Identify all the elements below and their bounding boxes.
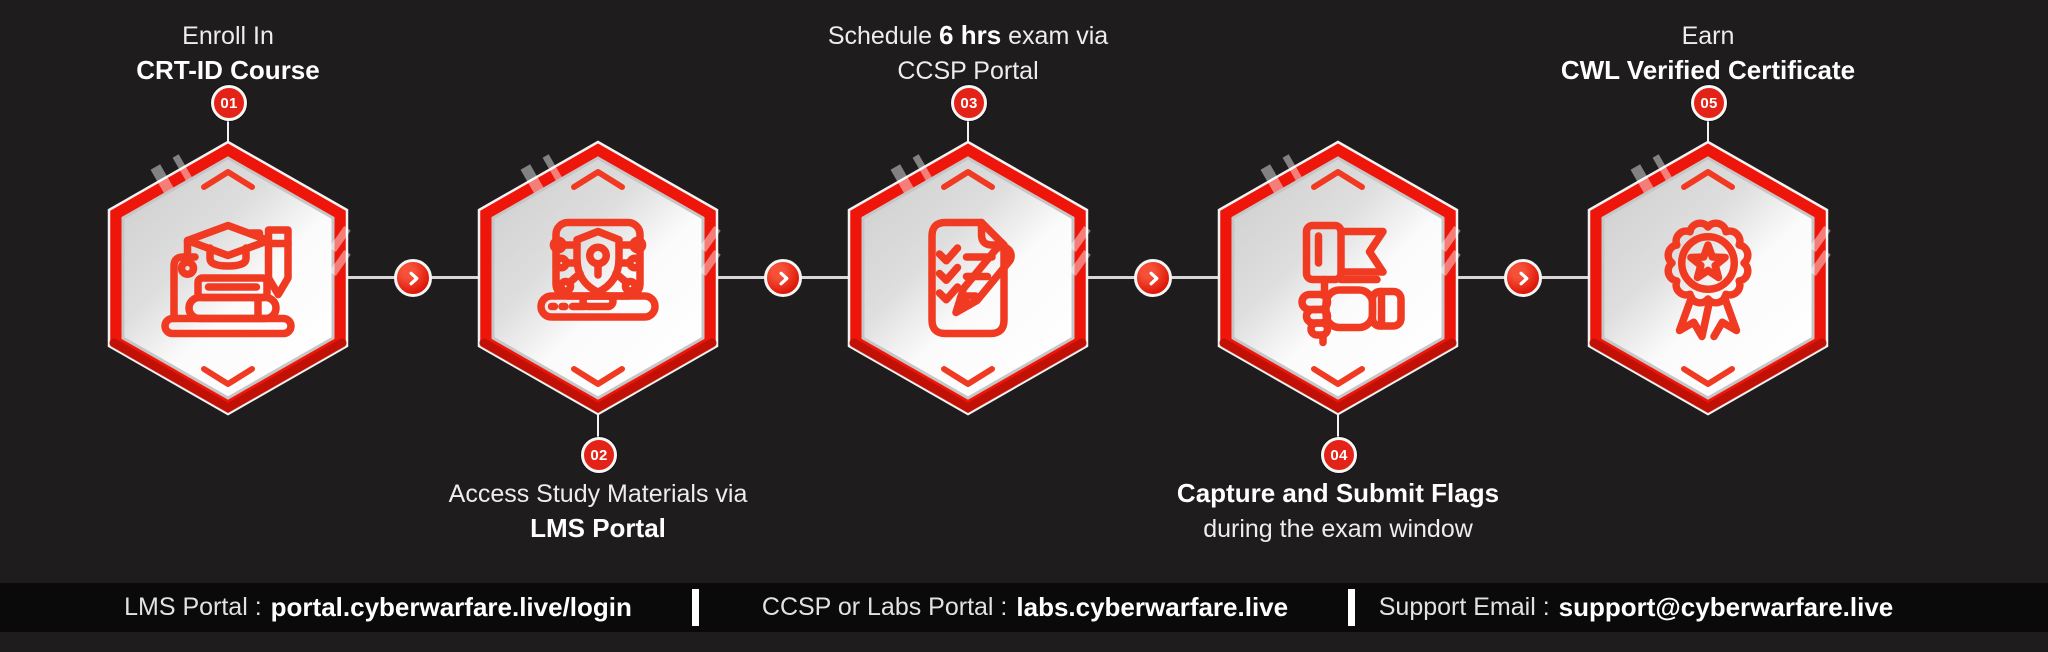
footer-lms-url: portal.cyberwarfare.live/login <box>270 592 632 622</box>
step-number: 02 <box>590 446 608 464</box>
certificate-badge-icon <box>1664 219 1752 341</box>
footer-divider <box>1348 589 1355 626</box>
step-label: Earn CWL Verified Certificate <box>1498 20 1918 90</box>
hexagon-step-5 <box>1587 140 1831 416</box>
step-number: 01 <box>220 94 238 112</box>
badge-stem <box>597 408 599 448</box>
step-number: 03 <box>960 94 978 112</box>
step-label-line1: Capture and Submit Flags <box>1176 478 1500 508</box>
secure-laptop-icon <box>537 218 659 321</box>
step-number-badge: 05 <box>1691 85 1727 121</box>
footer-label: LMS Portal : <box>124 593 262 621</box>
step-label: Schedule 6 hrs exam via CCSP Portal <box>758 20 1178 90</box>
step-number: 05 <box>1700 94 1718 112</box>
badge-stem <box>227 110 229 150</box>
hexagon-step-1 <box>107 140 351 416</box>
step-number-badge: 01 <box>211 85 247 121</box>
next-arrow-icon <box>764 259 802 297</box>
step-label: Capture and Submit Flags during the exam… <box>1128 478 1548 548</box>
step-label-line2: during the exam window <box>1203 515 1473 543</box>
step-label-line2: CRT-ID Course <box>136 55 320 85</box>
footer-labs-portal: CCSP or Labs Portal : labs.cyberwarfare.… <box>762 583 1288 632</box>
footer-labs-url: labs.cyberwarfare.live <box>1016 592 1289 622</box>
footer-bar: LMS Portal : portal.cyberwarfare.live/lo… <box>0 583 2048 632</box>
footer-divider <box>692 589 699 626</box>
step-label-line1: Earn <box>1681 22 1735 50</box>
step-number: 04 <box>1330 446 1348 464</box>
footer-support-email: Support Email : support@cyberwarfare.liv… <box>1379 583 1894 632</box>
step-label: Enroll In CRT-ID Course <box>18 20 438 90</box>
step-label-line2: CCSP Portal <box>897 57 1039 85</box>
step-label-line2: CWL Verified Certificate <box>1560 55 1856 85</box>
step-label: Access Study Materials via LMS Portal <box>388 478 808 548</box>
hexagon-step-2 <box>477 140 721 416</box>
badge-stem <box>1337 408 1339 448</box>
hexagon-step-3 <box>847 140 1091 416</box>
footer-label: Support Email : <box>1378 593 1550 621</box>
step-number-badge: 04 <box>1321 437 1357 473</box>
badge-stem <box>967 110 969 150</box>
graduation-books-icon <box>161 221 295 338</box>
next-arrow-icon <box>394 259 432 297</box>
step-label-line2: LMS Portal <box>530 513 666 543</box>
footer-lms-portal: LMS Portal : portal.cyberwarfare.live/lo… <box>124 583 632 632</box>
step-number-badge: 03 <box>951 85 987 121</box>
next-arrow-icon <box>1504 259 1542 297</box>
capture-flag-icon <box>1298 221 1405 347</box>
footer-email-address: support@cyberwarfare.live <box>1558 592 1894 622</box>
hexagon-step-4 <box>1217 140 1461 416</box>
step-label-line1: Enroll In <box>182 22 274 50</box>
badge-stem <box>1707 110 1709 150</box>
footer-label: CCSP or Labs Portal : <box>761 593 1008 621</box>
next-arrow-icon <box>1134 259 1172 297</box>
exam-checklist-icon <box>928 218 1015 338</box>
step-label-line1: Access Study Materials via <box>448 480 748 508</box>
step-number-badge: 02 <box>581 437 617 473</box>
step-label-line1: Schedule 6 hrs exam via <box>827 20 1109 50</box>
